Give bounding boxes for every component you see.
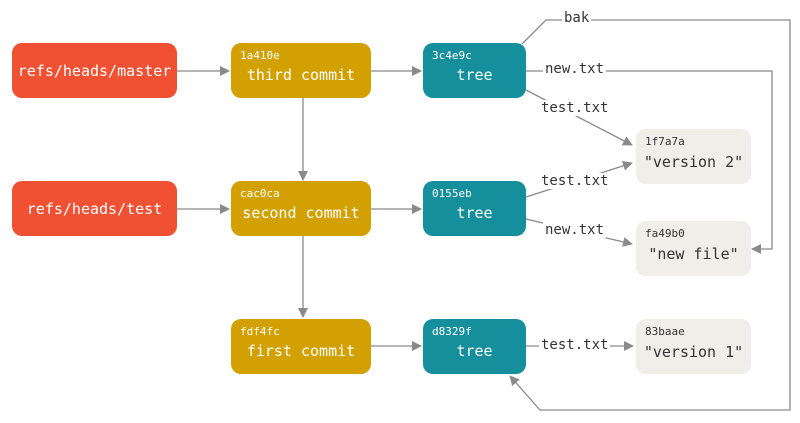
blob-1f7a7a: 1f7a7a "version 2": [636, 129, 751, 184]
tree-sha: d8329f: [432, 325, 472, 338]
blob-content: "version 1": [643, 343, 744, 361]
commit-second: cac0ca second commit: [231, 181, 371, 236]
tree-title: tree: [456, 342, 493, 360]
tree-d8329f: d8329f tree: [423, 319, 526, 374]
commit-third: 1a410e third commit: [231, 43, 371, 98]
ref-master-label: refs/heads/master: [17, 61, 172, 80]
tree-sha: 0155eb: [432, 187, 472, 200]
commit-sha: cac0ca: [240, 187, 280, 200]
edge-label-tree2-new-txt: new.txt: [543, 222, 607, 238]
tree-title: tree: [456, 66, 493, 84]
commit-title: third commit: [246, 66, 356, 84]
commit-title: second commit: [242, 204, 360, 222]
blob-fa49b0: fa49b0 "new file": [636, 221, 751, 276]
tree-0155eb: 0155eb tree: [423, 181, 526, 236]
commit-first: fdf4fc first commit: [231, 319, 371, 374]
edge-label-tree3-test-txt: test.txt: [539, 337, 611, 353]
ref-test: refs/heads/test: [12, 181, 177, 236]
edge-label-bak: bak: [562, 10, 592, 26]
commit-sha: 1a410e: [240, 49, 280, 62]
arrow-tree1-testtxt-to-v2: [525, 89, 633, 146]
blob-83baae: 83baae "version 1": [636, 319, 751, 374]
blob-content: "version 2": [643, 153, 744, 171]
ref-master: refs/heads/master: [12, 43, 177, 98]
arrow-tree1-newtxt-to-newfile: [526, 70, 773, 254]
blob-sha: fa49b0: [645, 227, 685, 240]
ref-test-label: refs/heads/test: [26, 199, 163, 218]
edge-label-tree1-test-txt: test.txt: [539, 100, 611, 116]
arrow-bak-to-tree-d8329f: [509, 19, 791, 411]
tree-sha: 3c4e9c: [432, 49, 472, 62]
edge-label-tree1-new-txt: new.txt: [543, 61, 607, 77]
blob-sha: 83baae: [645, 325, 685, 338]
tree-3c4e9c: 3c4e9c tree: [423, 43, 526, 98]
commit-sha: fdf4fc: [240, 325, 280, 338]
blob-content: "new file": [648, 245, 739, 263]
edge-label-tree2-test-txt: test.txt: [539, 173, 611, 189]
commit-title: first commit: [246, 342, 356, 360]
blob-sha: 1f7a7a: [645, 135, 685, 148]
tree-title: tree: [456, 204, 493, 222]
